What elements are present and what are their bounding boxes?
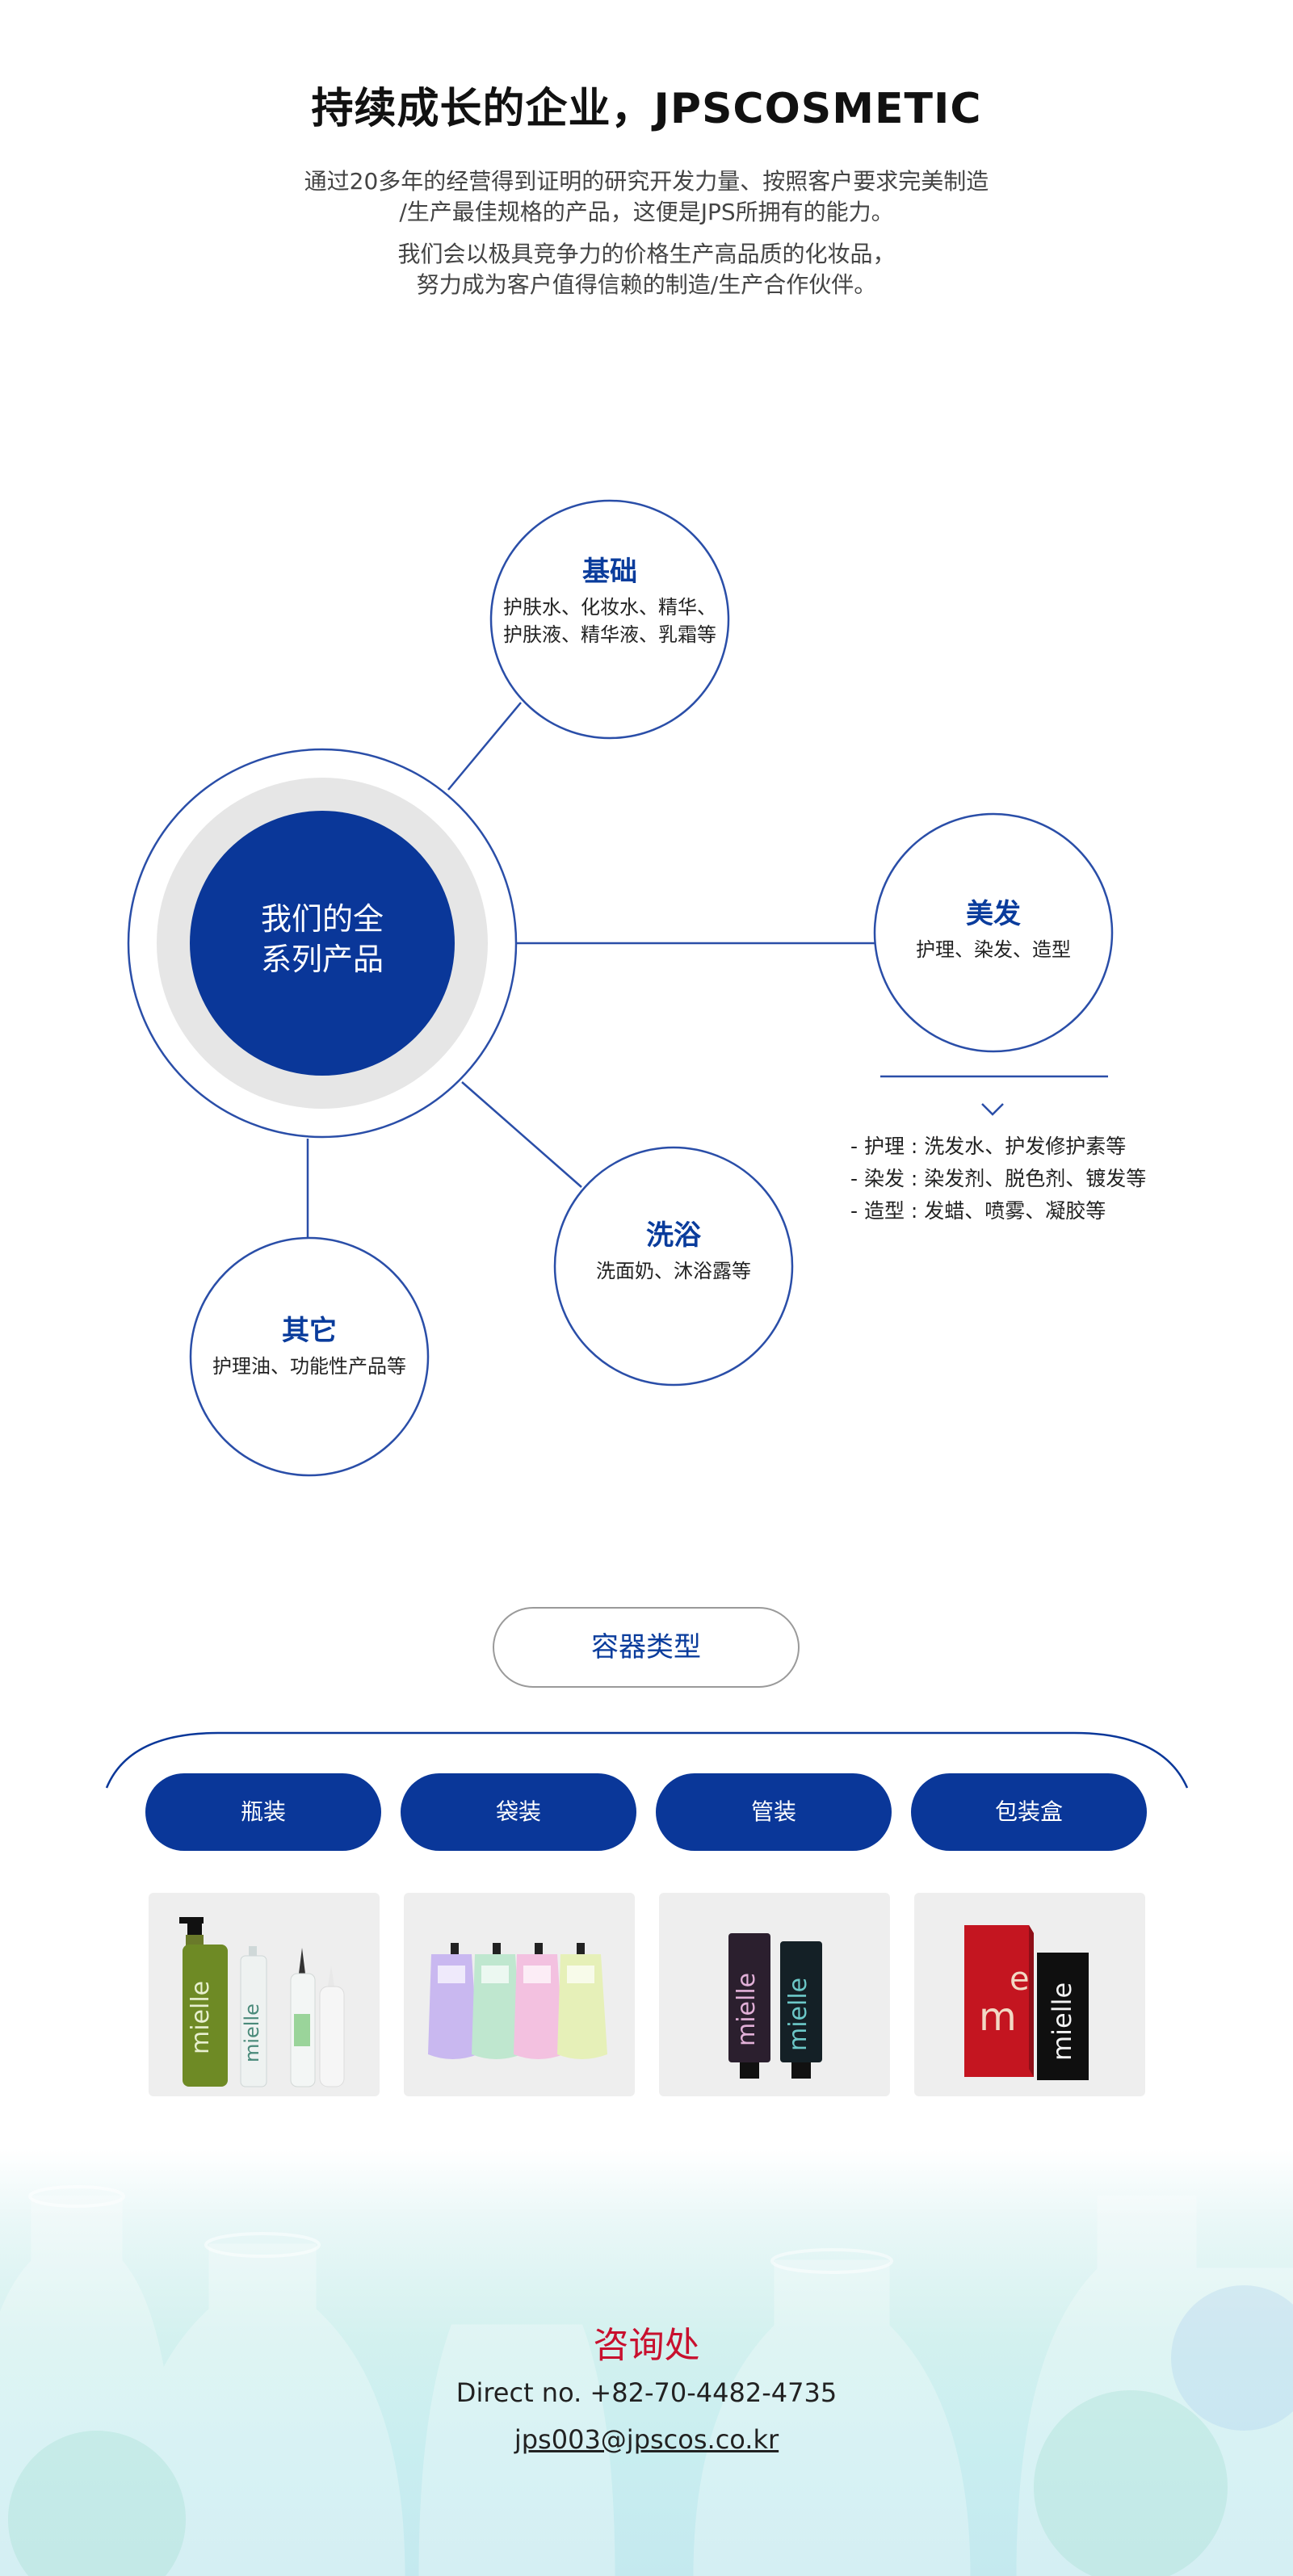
pouch-product-image[interactable]	[404, 1893, 635, 2096]
contact-phone: Direct no. +82-70-4482-4735	[455, 2377, 838, 2408]
svg-text:mielle: mielle	[1047, 1982, 1077, 2061]
contact-email-link[interactable]: jps003@jpscos.co.kr	[514, 2424, 779, 2455]
bath-category: 洗浴 洗面奶、沐浴露等	[555, 1213, 792, 1285]
svg-text:m: m	[979, 1995, 1017, 2040]
tab-box[interactable]: 包装盒	[911, 1773, 1147, 1851]
connector-line	[461, 1081, 582, 1188]
intro-line: /生产最佳规格的产品，这便是JPS所拥有的能力。	[399, 199, 894, 225]
white-bottle	[240, 1955, 267, 2087]
hair-detail-list: - 护理 : 洗发水、护发修护素等 - 染发 : 染发剂、脱色剂、镀发等 - 造…	[850, 1131, 1146, 1227]
tab-pouch[interactable]: 袋装	[401, 1773, 636, 1851]
other-desc: 护理油、功能性产品等	[212, 1355, 406, 1378]
basic-title: 基础	[582, 556, 637, 588]
tab-bottle[interactable]: 瓶装	[145, 1773, 381, 1851]
center-label-line: 我们的全	[260, 901, 384, 937]
svg-text:mielle: mielle	[784, 1978, 812, 2051]
tab-tube[interactable]: 管装	[656, 1773, 892, 1851]
hair-category: 美发 护理、染发、造型	[875, 892, 1112, 963]
footer-background-image	[0, 2148, 1293, 2576]
red-box	[964, 1925, 1034, 2077]
connector-line	[447, 702, 522, 791]
intro-paragraph-2: 我们会以极具竞争力的价格生产高品质的化妆品， 努力成为客户值得信赖的制造/生产合…	[0, 239, 1293, 300]
svg-text:mielle: mielle	[187, 1981, 215, 2054]
dark-tube	[728, 1933, 770, 2062]
intro-line: 通过20多年的经营得到证明的研究开发力量、按照客户要求完美制造	[304, 168, 989, 195]
tube-product-image[interactable]: mielle mielle	[659, 1893, 890, 2096]
center-label: 我们的全 系列产品	[193, 899, 451, 980]
product-diagram	[127, 499, 1114, 1477]
basic-desc: 护肤水、化妆水、精华、	[503, 596, 716, 619]
basic-desc: 护肤液、精华液、乳霜等	[503, 623, 716, 646]
intro-paragraph-1: 通过20多年的经营得到证明的研究开发力量、按照客户要求完美制造 /生产最佳规格的…	[0, 166, 1293, 228]
list-item: - 造型 : 发蜡、喷雾、凝胶等	[850, 1199, 1106, 1223]
svg-text:mielle: mielle	[241, 2003, 263, 2062]
svg-text:e: e	[1010, 1961, 1030, 1998]
bath-circle	[553, 1146, 794, 1387]
hair-desc: 护理、染发、造型	[916, 938, 1071, 961]
center-circle	[190, 811, 455, 1076]
bath-title: 洗浴	[646, 1219, 701, 1252]
chevron-down-icon	[981, 1103, 1004, 1116]
basic-circle	[489, 499, 730, 740]
other-title: 其它	[282, 1315, 337, 1347]
hair-circle	[873, 812, 1114, 1053]
list-item: - 染发 : 染发剂、脱色剂、镀发等	[850, 1167, 1147, 1190]
other-circle	[189, 1236, 430, 1477]
box-product-image[interactable]: m e mielle	[914, 1893, 1145, 2096]
tab-arc-divider	[105, 1731, 1189, 1789]
bottle-product-image[interactable]: mielle mielle	[149, 1893, 380, 2096]
container-types-heading: 容器类型	[493, 1607, 800, 1688]
black-tube	[780, 1941, 822, 2062]
center-label-line: 系列产品	[260, 942, 384, 977]
list-item: - 护理 : 洗发水、护发修护素等	[850, 1135, 1127, 1158]
svg-text:mielle: mielle	[733, 1973, 761, 2046]
intro-line: 我们会以极具竞争力的价格生产高品质的化妆品，	[397, 241, 896, 267]
hair-title: 美发	[966, 898, 1021, 930]
green-bottle	[183, 1945, 228, 2087]
black-box	[1037, 1953, 1089, 2080]
contact-title: 咨询处	[593, 2325, 700, 2366]
intro-line: 努力成为客户值得信赖的制造/生产合作伙伴。	[416, 271, 877, 298]
contact-email-row: jps003@jpscos.co.kr	[0, 2424, 1293, 2455]
bath-desc: 洗面奶、沐浴露等	[596, 1260, 751, 1282]
page-title: 持续成长的企业，JPSCOSMETIC	[311, 85, 982, 133]
basic-category: 基础 护肤水、化妆水、精华、 护肤液、精华液、乳霜等	[491, 549, 728, 648]
other-category: 其它 护理油、功能性产品等	[191, 1308, 428, 1380]
